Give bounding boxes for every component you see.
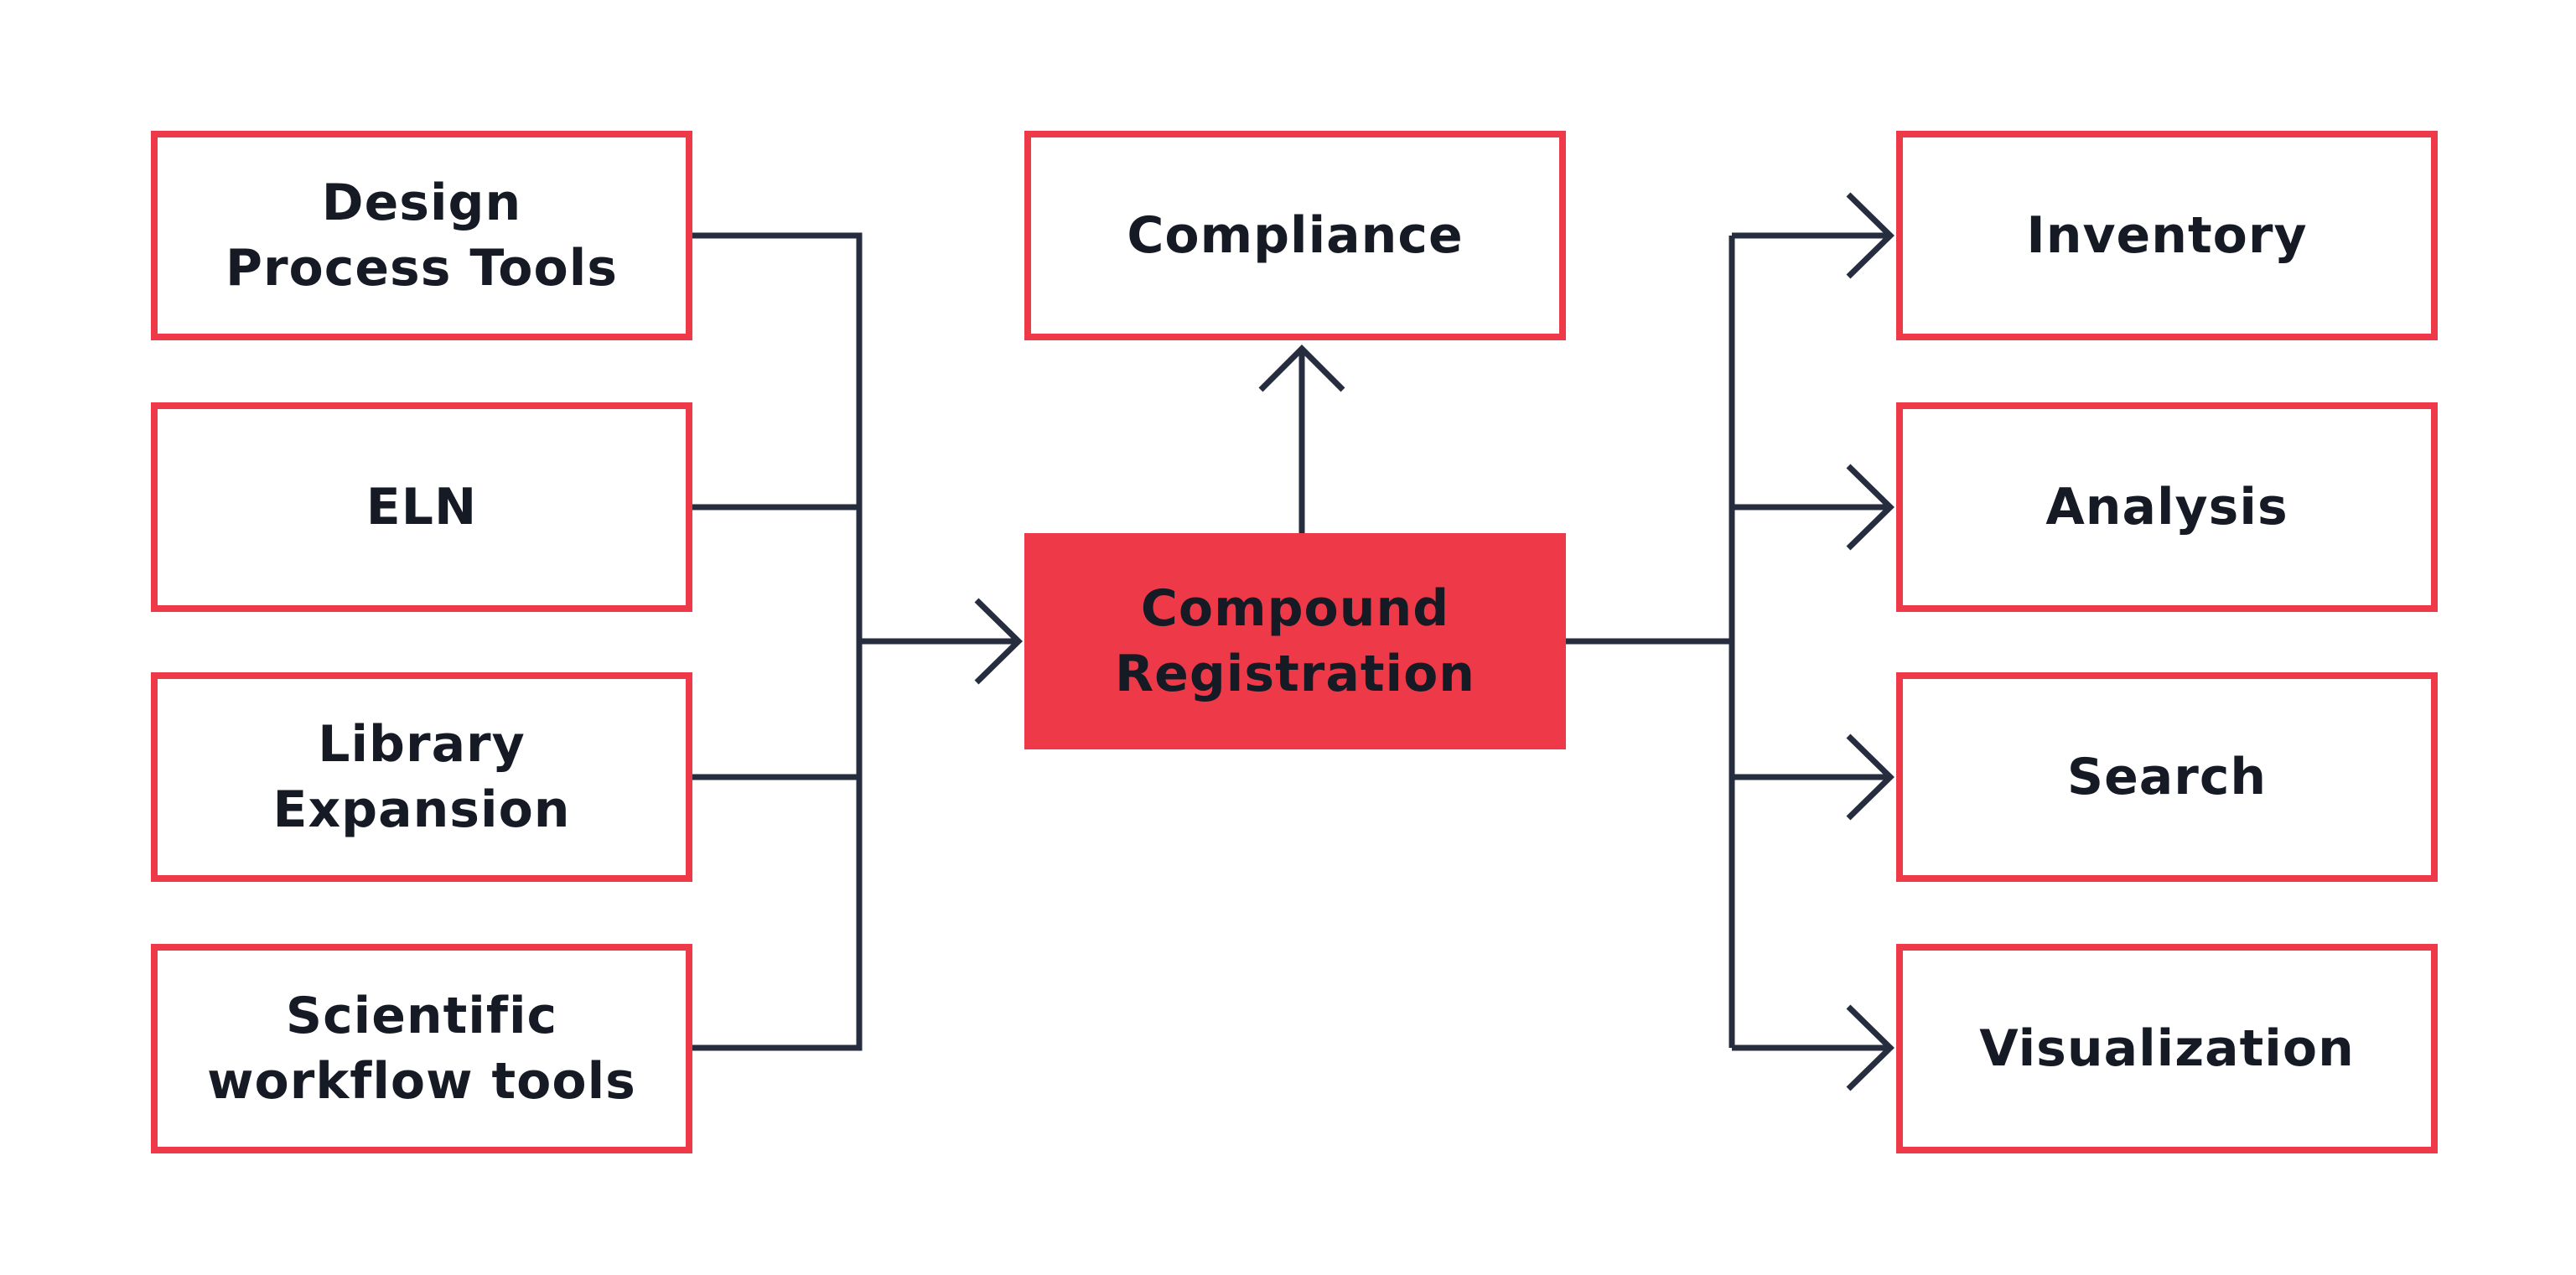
analysis-label: Analysis — [2045, 478, 2288, 536]
scientific-workflow-tools-box: Scientific workflow tools — [151, 944, 692, 1153]
inventory-label: Inventory — [2026, 206, 2308, 265]
arrowhead-inventory — [1846, 192, 1895, 279]
eln-label: ELN — [365, 478, 478, 536]
connector-design — [692, 232, 863, 1051]
search-label: Search — [2066, 748, 2268, 806]
search-box: Search — [1896, 672, 2438, 882]
arrowhead-compound — [974, 598, 1024, 685]
inventory-box: Inventory — [1896, 131, 2438, 340]
compound-registration-box: Compound Registration — [1024, 533, 1566, 749]
compound-registration-label: Compound Registration — [1114, 579, 1476, 703]
compliance-box: Compliance — [1024, 131, 1566, 340]
design-process-tools-box: Design Process Tools — [151, 131, 692, 340]
visualization-box: Visualization — [1896, 944, 2438, 1153]
arrowhead-compliance — [1258, 345, 1345, 392]
design-process-tools-label: Design Process Tools — [225, 174, 619, 298]
library-expansion-box: Library Expansion — [151, 672, 692, 882]
compliance-label: Compliance — [1127, 206, 1464, 265]
eln-box: ELN — [151, 402, 692, 612]
analysis-box: Analysis — [1896, 402, 2438, 612]
arrowhead-search — [1846, 733, 1895, 821]
visualization-label: Visualization — [1979, 1019, 2355, 1078]
library-expansion-label: Library Expansion — [272, 715, 571, 839]
arrowhead-visualization — [1846, 1004, 1895, 1091]
scientific-workflow-tools-label: Scientific workflow tools — [207, 987, 636, 1111]
arrowhead-analysis — [1846, 464, 1895, 551]
